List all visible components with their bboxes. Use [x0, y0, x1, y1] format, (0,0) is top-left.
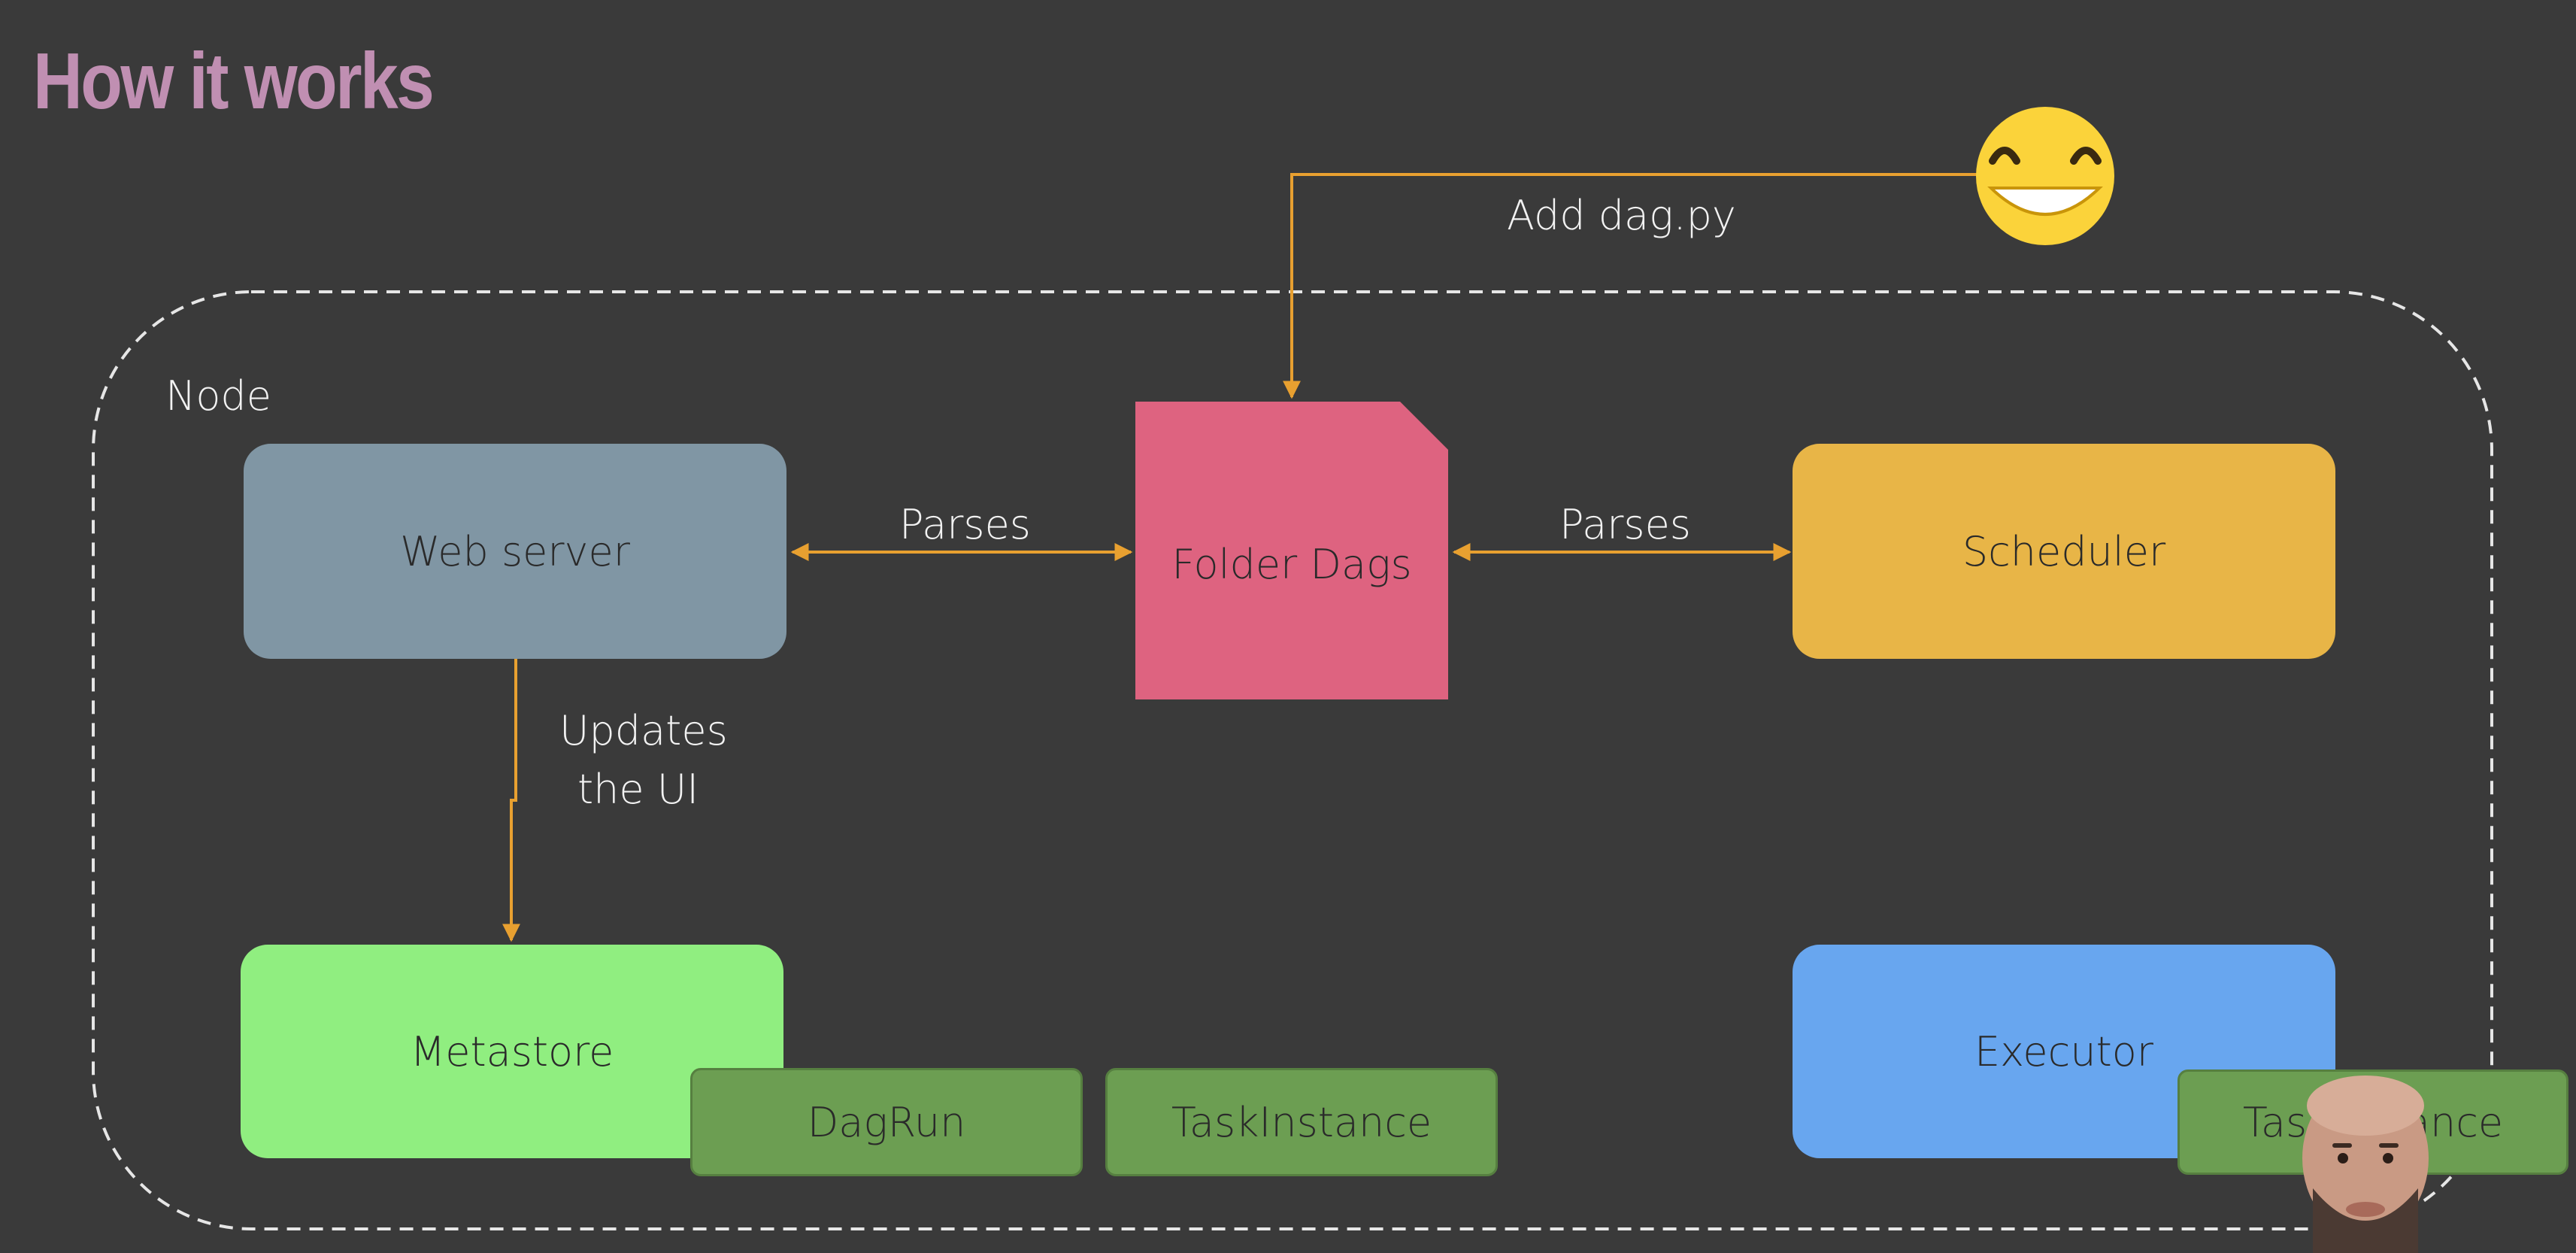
scheduler-label: Scheduler — [1962, 527, 2166, 575]
folder-dags-label: Folder Dags — [1171, 540, 1412, 588]
updates-label-line1: Updates — [559, 707, 728, 754]
taskinstance-node: TaskInstance — [1105, 1068, 1498, 1176]
add-dag-arrow — [1283, 173, 1977, 399]
updates-arrow — [502, 659, 520, 942]
updates-label-line2: the UI — [577, 766, 699, 813]
folder-dags-node: Folder Dags — [1135, 466, 1448, 662]
add-dag-label: Add dag.py — [1507, 192, 1736, 239]
executor-label: Executor — [1974, 1027, 2153, 1076]
dagrun-label: DagRun — [807, 1098, 966, 1146]
metastore-label: Metastore — [410, 1027, 614, 1076]
taskinstance-label: TaskInstance — [1171, 1098, 1432, 1146]
web-server-label: Web server — [400, 527, 630, 575]
web-server-node: Web server — [244, 444, 786, 659]
slide-title: How it works — [33, 37, 435, 126]
presenter-webcam — [2283, 1076, 2448, 1253]
parses-right-label: Parses — [1559, 501, 1691, 548]
folder-dags-shape — [1135, 402, 1448, 699]
container-label: Node — [165, 372, 271, 420]
parses-left-label: Parses — [899, 501, 1031, 548]
grinning-face-icon — [1976, 107, 2114, 245]
dagrun-node: DagRun — [690, 1068, 1083, 1176]
scheduler-node: Scheduler — [1793, 444, 2335, 659]
